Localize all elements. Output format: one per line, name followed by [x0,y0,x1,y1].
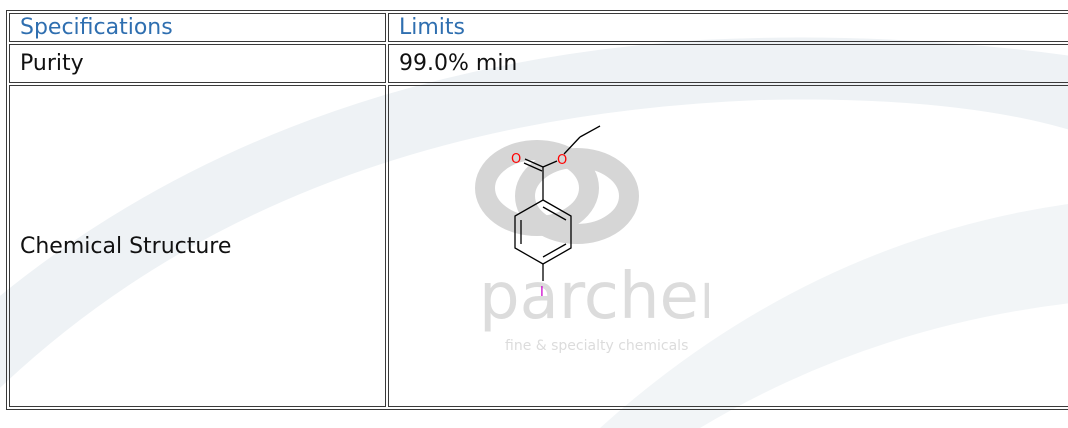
benzene-ring [514,199,572,265]
spec-purity-label: Purity [9,44,386,83]
table-header-row: Specifications Limits [9,13,1068,42]
ring-inner-bond-1 [542,206,567,221]
table-row: Purity 99.0% min [9,44,1068,83]
watermark-brand: parchem [479,260,709,334]
watermark-tagline: fine & specialty chemicals [505,338,688,354]
parchem-watermark: parchem fine & specialty chemicals [475,140,709,354]
watermark-ring-right [515,148,639,244]
table-row: Chemical Structure parchem fine & specia… [9,85,1068,407]
atom-o-ester: O [557,153,567,168]
bond-ethyl-2 [563,136,581,155]
header-specifications: Specifications [9,13,386,42]
bond-carbonyl-c-o-a [524,158,544,168]
atom-iodine: I [540,285,544,300]
bond-carbonyl-c-o-b [523,162,543,172]
bond-ethyl-1 [579,125,601,138]
ethyl-iodobenzoate-structure: O O I [511,125,601,300]
chemical-structure-cell: parchem fine & specialty chemicals [388,85,1068,407]
ring-inner-bond-2 [542,243,567,258]
bond-carbonyl-c-ester-o [542,160,558,168]
spec-chemical-structure-label: Chemical Structure [9,85,386,407]
atom-o-carbonyl: O [511,152,521,167]
spec-purity-limit: 99.0% min [388,44,1068,83]
specifications-table: Specifications Limits Purity 99.0% min C… [6,10,1068,410]
header-limits: Limits [388,13,1068,42]
